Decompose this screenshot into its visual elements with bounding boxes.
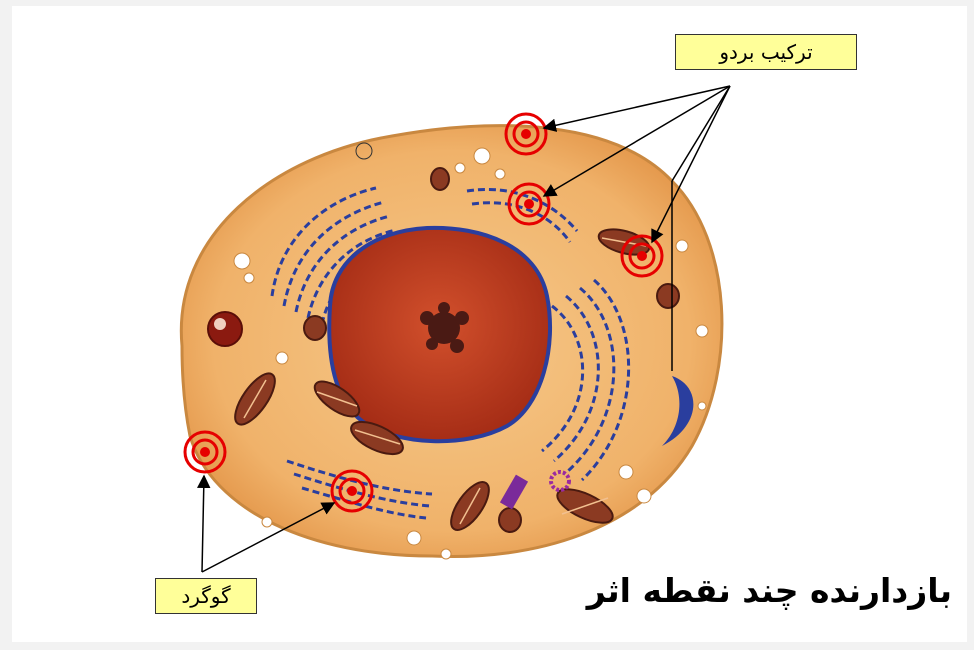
slide: ترکیب بردو گوگرد بازدارنده چند نقطه اثر bbox=[12, 6, 967, 642]
lysosome-highlight bbox=[214, 318, 226, 330]
lysosome bbox=[208, 312, 242, 346]
label-sulfur: گوگرد bbox=[155, 578, 257, 614]
slide-title: بازدارنده چند نقطه اثر bbox=[552, 571, 952, 610]
cell-diagram bbox=[12, 6, 967, 642]
label-bordeaux-mixture: ترکیب بردو bbox=[675, 34, 857, 70]
